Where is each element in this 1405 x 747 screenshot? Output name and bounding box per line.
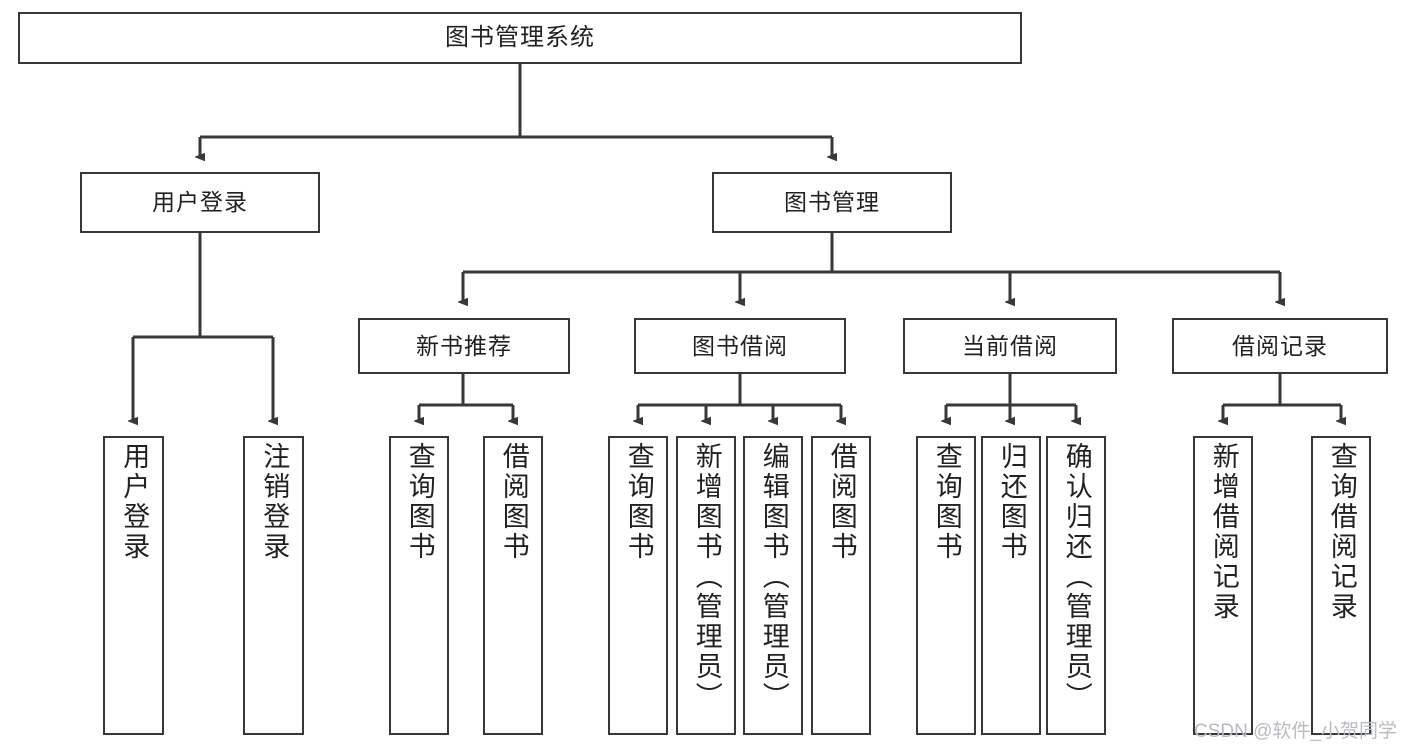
node-current-borrow-label: 当前借阅	[962, 332, 1058, 359]
node-leaf-return-book-label: 归还图书	[996, 442, 1027, 562]
node-leaf-logout-label: 注销登录	[259, 442, 290, 562]
node-root[interactable]: 图书管理系统	[18, 12, 1022, 64]
node-leaf-newbook-query-book-label: 查询图书	[404, 442, 435, 562]
node-user-login-label: 用户登录	[152, 189, 248, 216]
node-root-label: 图书管理系统	[445, 24, 595, 52]
node-leaf-return-book[interactable]: 归还图书	[981, 436, 1041, 735]
node-book-management[interactable]: 图书管理	[712, 172, 952, 233]
node-borrow-record[interactable]: 借阅记录	[1172, 318, 1388, 374]
node-leaf-borrow-book[interactable]: 借阅图书	[811, 436, 871, 735]
node-leaf-current-query-book[interactable]: 查询图书	[916, 436, 976, 735]
node-borrow-record-label: 借阅记录	[1232, 332, 1328, 359]
node-leaf-newbook-query-book[interactable]: 查询图书	[389, 436, 449, 735]
watermark: CSDN @软件_小贺同学	[1194, 721, 1397, 742]
node-user-login[interactable]: 用户登录	[80, 172, 320, 233]
node-book-borrow-label: 图书借阅	[692, 332, 788, 359]
node-leaf-borrow-query-book[interactable]: 查询图书	[608, 436, 668, 735]
node-leaf-current-query-book-label: 查询图书	[931, 442, 962, 562]
node-current-borrow[interactable]: 当前借阅	[903, 318, 1117, 374]
node-leaf-borrow-book-label: 借阅图书	[826, 442, 857, 562]
node-leaf-query-borrow-record-label: 查询借阅记录	[1326, 442, 1357, 622]
node-book-borrow[interactable]: 图书借阅	[634, 318, 846, 374]
node-leaf-confirm-return-admin[interactable]: 确认归还（管理员）	[1046, 436, 1106, 735]
node-leaf-confirm-return-admin-label: 确认归还（管理员）	[1061, 442, 1092, 712]
node-leaf-user-login-label: 用户登录	[119, 442, 150, 562]
node-leaf-newbook-borrow-book[interactable]: 借阅图书	[483, 436, 543, 735]
node-leaf-add-book-admin-label: 新增图书（管理员）	[691, 442, 722, 712]
node-book-management-label: 图书管理	[784, 189, 880, 216]
node-leaf-user-login[interactable]: 用户登录	[103, 436, 164, 735]
node-leaf-newbook-borrow-book-label: 借阅图书	[498, 442, 529, 562]
node-new-book-recommend-label: 新书推荐	[416, 332, 512, 359]
node-leaf-logout[interactable]: 注销登录	[243, 436, 304, 735]
node-leaf-add-borrow-record[interactable]: 新增借阅记录	[1193, 436, 1253, 735]
node-new-book-recommend[interactable]: 新书推荐	[358, 318, 570, 374]
node-leaf-edit-book-admin[interactable]: 编辑图书（管理员）	[743, 436, 803, 735]
node-leaf-add-borrow-record-label: 新增借阅记录	[1208, 442, 1239, 622]
node-leaf-borrow-query-book-label: 查询图书	[623, 442, 654, 562]
node-leaf-query-borrow-record[interactable]: 查询借阅记录	[1311, 436, 1371, 735]
node-leaf-add-book-admin[interactable]: 新增图书（管理员）	[676, 436, 736, 735]
node-leaf-edit-book-admin-label: 编辑图书（管理员）	[758, 442, 789, 712]
